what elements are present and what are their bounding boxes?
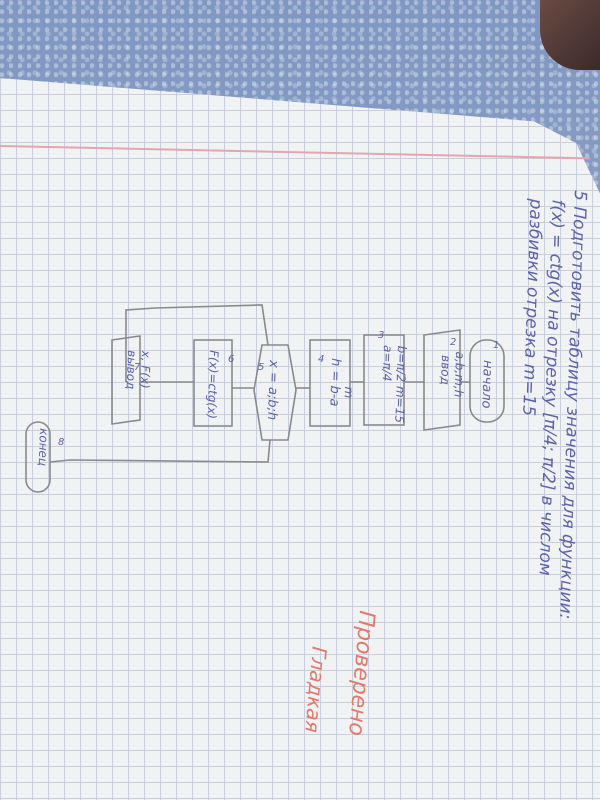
notebook-page [0,78,600,800]
loop-label: x = a;b;h [264,359,281,421]
output-vars: x, F(x) [138,349,153,389]
input-number: 2 [450,337,456,348]
start-terminal [469,339,505,423]
assign-line-1: a=π/4 [380,345,395,382]
end-label: конец [36,428,51,466]
step-number: 4 [318,354,324,365]
teacher-note-line-2: Гладкая [300,646,331,734]
output-label: вывод [124,350,139,390]
step-line-2: m [342,386,356,398]
output-block [111,335,141,425]
start-number: 1 [493,340,499,351]
end-number: 8 [58,437,64,448]
assign-line-2: b=π/2 m=15 [392,345,409,423]
assign-number: 3 [378,330,384,341]
step-line-1: h = b-a [326,358,343,407]
teacher-note-line-1: Проверено [343,609,379,737]
function-number: 6 [228,354,234,365]
end-terminal [25,421,51,493]
step-block [309,339,351,427]
input-block [423,329,461,431]
input-vars: a,b,m,h [452,351,468,397]
input-label: ввод [438,355,453,385]
loop-block [253,344,297,441]
function-label: F(x)=ctg(x) [205,350,221,419]
output-number: 7 [134,362,141,373]
problem-text: 5 Подготовить таблицу значения для функц… [518,190,590,620]
start-label: начало [478,360,495,409]
flowchart [25,304,505,493]
teacher-note: Проверено Гладкая [300,609,379,737]
assign-block [363,334,405,426]
function-block [193,339,233,427]
loop-number: 5 [258,362,264,373]
